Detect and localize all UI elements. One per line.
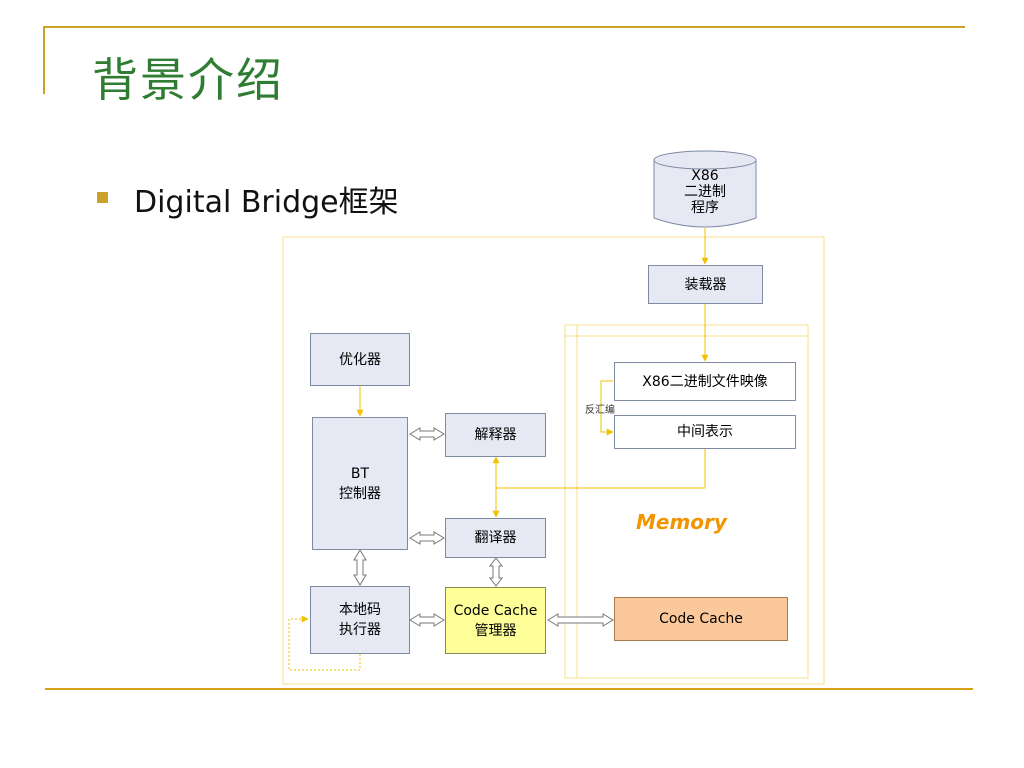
bullet-square-icon bbox=[97, 192, 108, 203]
double-arrow-bt-executor bbox=[353, 549, 367, 586]
bottom-rule bbox=[45, 688, 973, 690]
code-cache-box: Code Cache bbox=[614, 597, 788, 641]
double-arrow-translator-manager bbox=[489, 557, 503, 587]
double-arrow-executor-manager bbox=[409, 613, 445, 627]
loader-box: 装载器 bbox=[648, 265, 763, 304]
bt-controller-box: BT 控制器 bbox=[312, 417, 408, 550]
line-ir-to-center bbox=[496, 449, 706, 489]
translator-box: 翻译器 bbox=[445, 518, 546, 558]
intermediate-box: 中间表示 bbox=[614, 415, 796, 449]
left-rule bbox=[43, 26, 45, 94]
top-rule bbox=[45, 26, 965, 28]
x86-program-cylinder bbox=[653, 150, 757, 228]
memory-label: Memory bbox=[636, 510, 727, 534]
x86-program-label: X86 二进制 程序 bbox=[684, 168, 726, 216]
native-executor-box: 本地码 执行器 bbox=[310, 586, 410, 654]
optimizer-box: 优化器 bbox=[310, 333, 410, 386]
outer-frame bbox=[282, 236, 825, 685]
bullet-text: Digital Bridge框架 bbox=[134, 185, 399, 220]
binary-image-box: X86二进制文件映像 bbox=[614, 362, 796, 401]
arrow-disassemble-loop bbox=[600, 380, 614, 436]
double-arrow-bt-interpreter bbox=[409, 427, 445, 441]
disassemble-label: 反汇编 bbox=[585, 405, 615, 416]
arrow-executor-loop bbox=[288, 615, 361, 671]
slide-title: 背景介绍 bbox=[92, 53, 284, 107]
double-arrow-bt-translator bbox=[409, 531, 445, 545]
code-cache-manager-box: Code Cache 管理器 bbox=[445, 587, 546, 654]
double-arrow-manager-cache bbox=[547, 613, 614, 627]
interpreter-box: 解释器 bbox=[445, 413, 546, 457]
